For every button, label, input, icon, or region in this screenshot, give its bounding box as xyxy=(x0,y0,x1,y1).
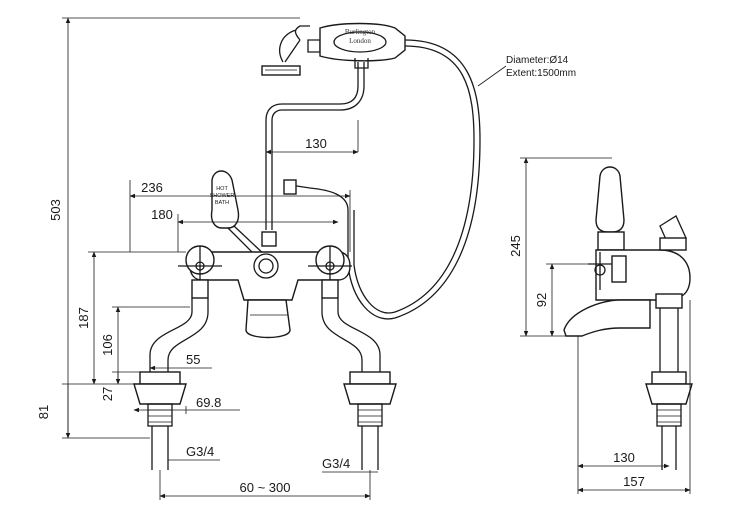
lever-label-3: BATH xyxy=(215,200,229,206)
thread-left: G3/4 xyxy=(186,444,214,459)
thread-right: G3/4 xyxy=(322,456,350,471)
right-cross-handle xyxy=(308,245,352,299)
dim-centres: 60 ~ 300 xyxy=(240,480,291,495)
handset-riser xyxy=(265,62,359,121)
right-leg xyxy=(321,298,397,470)
dim-outer-width: 236 xyxy=(141,180,163,195)
diverter-lever: HOT SHOWER BATH xyxy=(210,170,277,263)
side-dim-handle-height: 92 xyxy=(534,293,549,307)
hose-extent: Extent:1500mm xyxy=(506,68,576,79)
dim-base-height: 81 xyxy=(36,405,51,419)
brand-name: Burlington xyxy=(345,28,376,36)
dim-leg-offset: 55 xyxy=(186,352,200,367)
dim-leg-height: 187 xyxy=(76,307,91,329)
side-view xyxy=(563,166,693,470)
handset: Burlington London xyxy=(261,22,406,76)
shower-hose xyxy=(289,39,481,320)
front-view: Burlington London HOT SHOWER BATH xyxy=(133,22,481,470)
side-dimensions: 245 92 130 157 xyxy=(508,157,691,494)
left-cross-handle xyxy=(178,245,222,299)
lever-label-1: HOT xyxy=(216,186,228,192)
dim-total-height: 503 xyxy=(48,199,63,221)
side-dim-height: 245 xyxy=(508,235,523,257)
dim-inner-width: 180 xyxy=(151,207,173,222)
dim-collar: 27 xyxy=(100,387,115,401)
side-dim-reach: 130 xyxy=(613,450,635,465)
front-dimensions: 503 81 187 106 27 236 180 130 55 xyxy=(36,17,576,500)
valve-body xyxy=(189,251,351,339)
brand-city: London xyxy=(349,37,371,45)
dim-spout-spacing: 130 xyxy=(305,136,327,151)
dim-elbow-height: 106 xyxy=(100,334,115,356)
dim-flange: 69.8 xyxy=(196,395,221,410)
hose-diameter: Diameter:Ø14 xyxy=(506,55,569,66)
side-dim-depth: 157 xyxy=(623,474,645,489)
